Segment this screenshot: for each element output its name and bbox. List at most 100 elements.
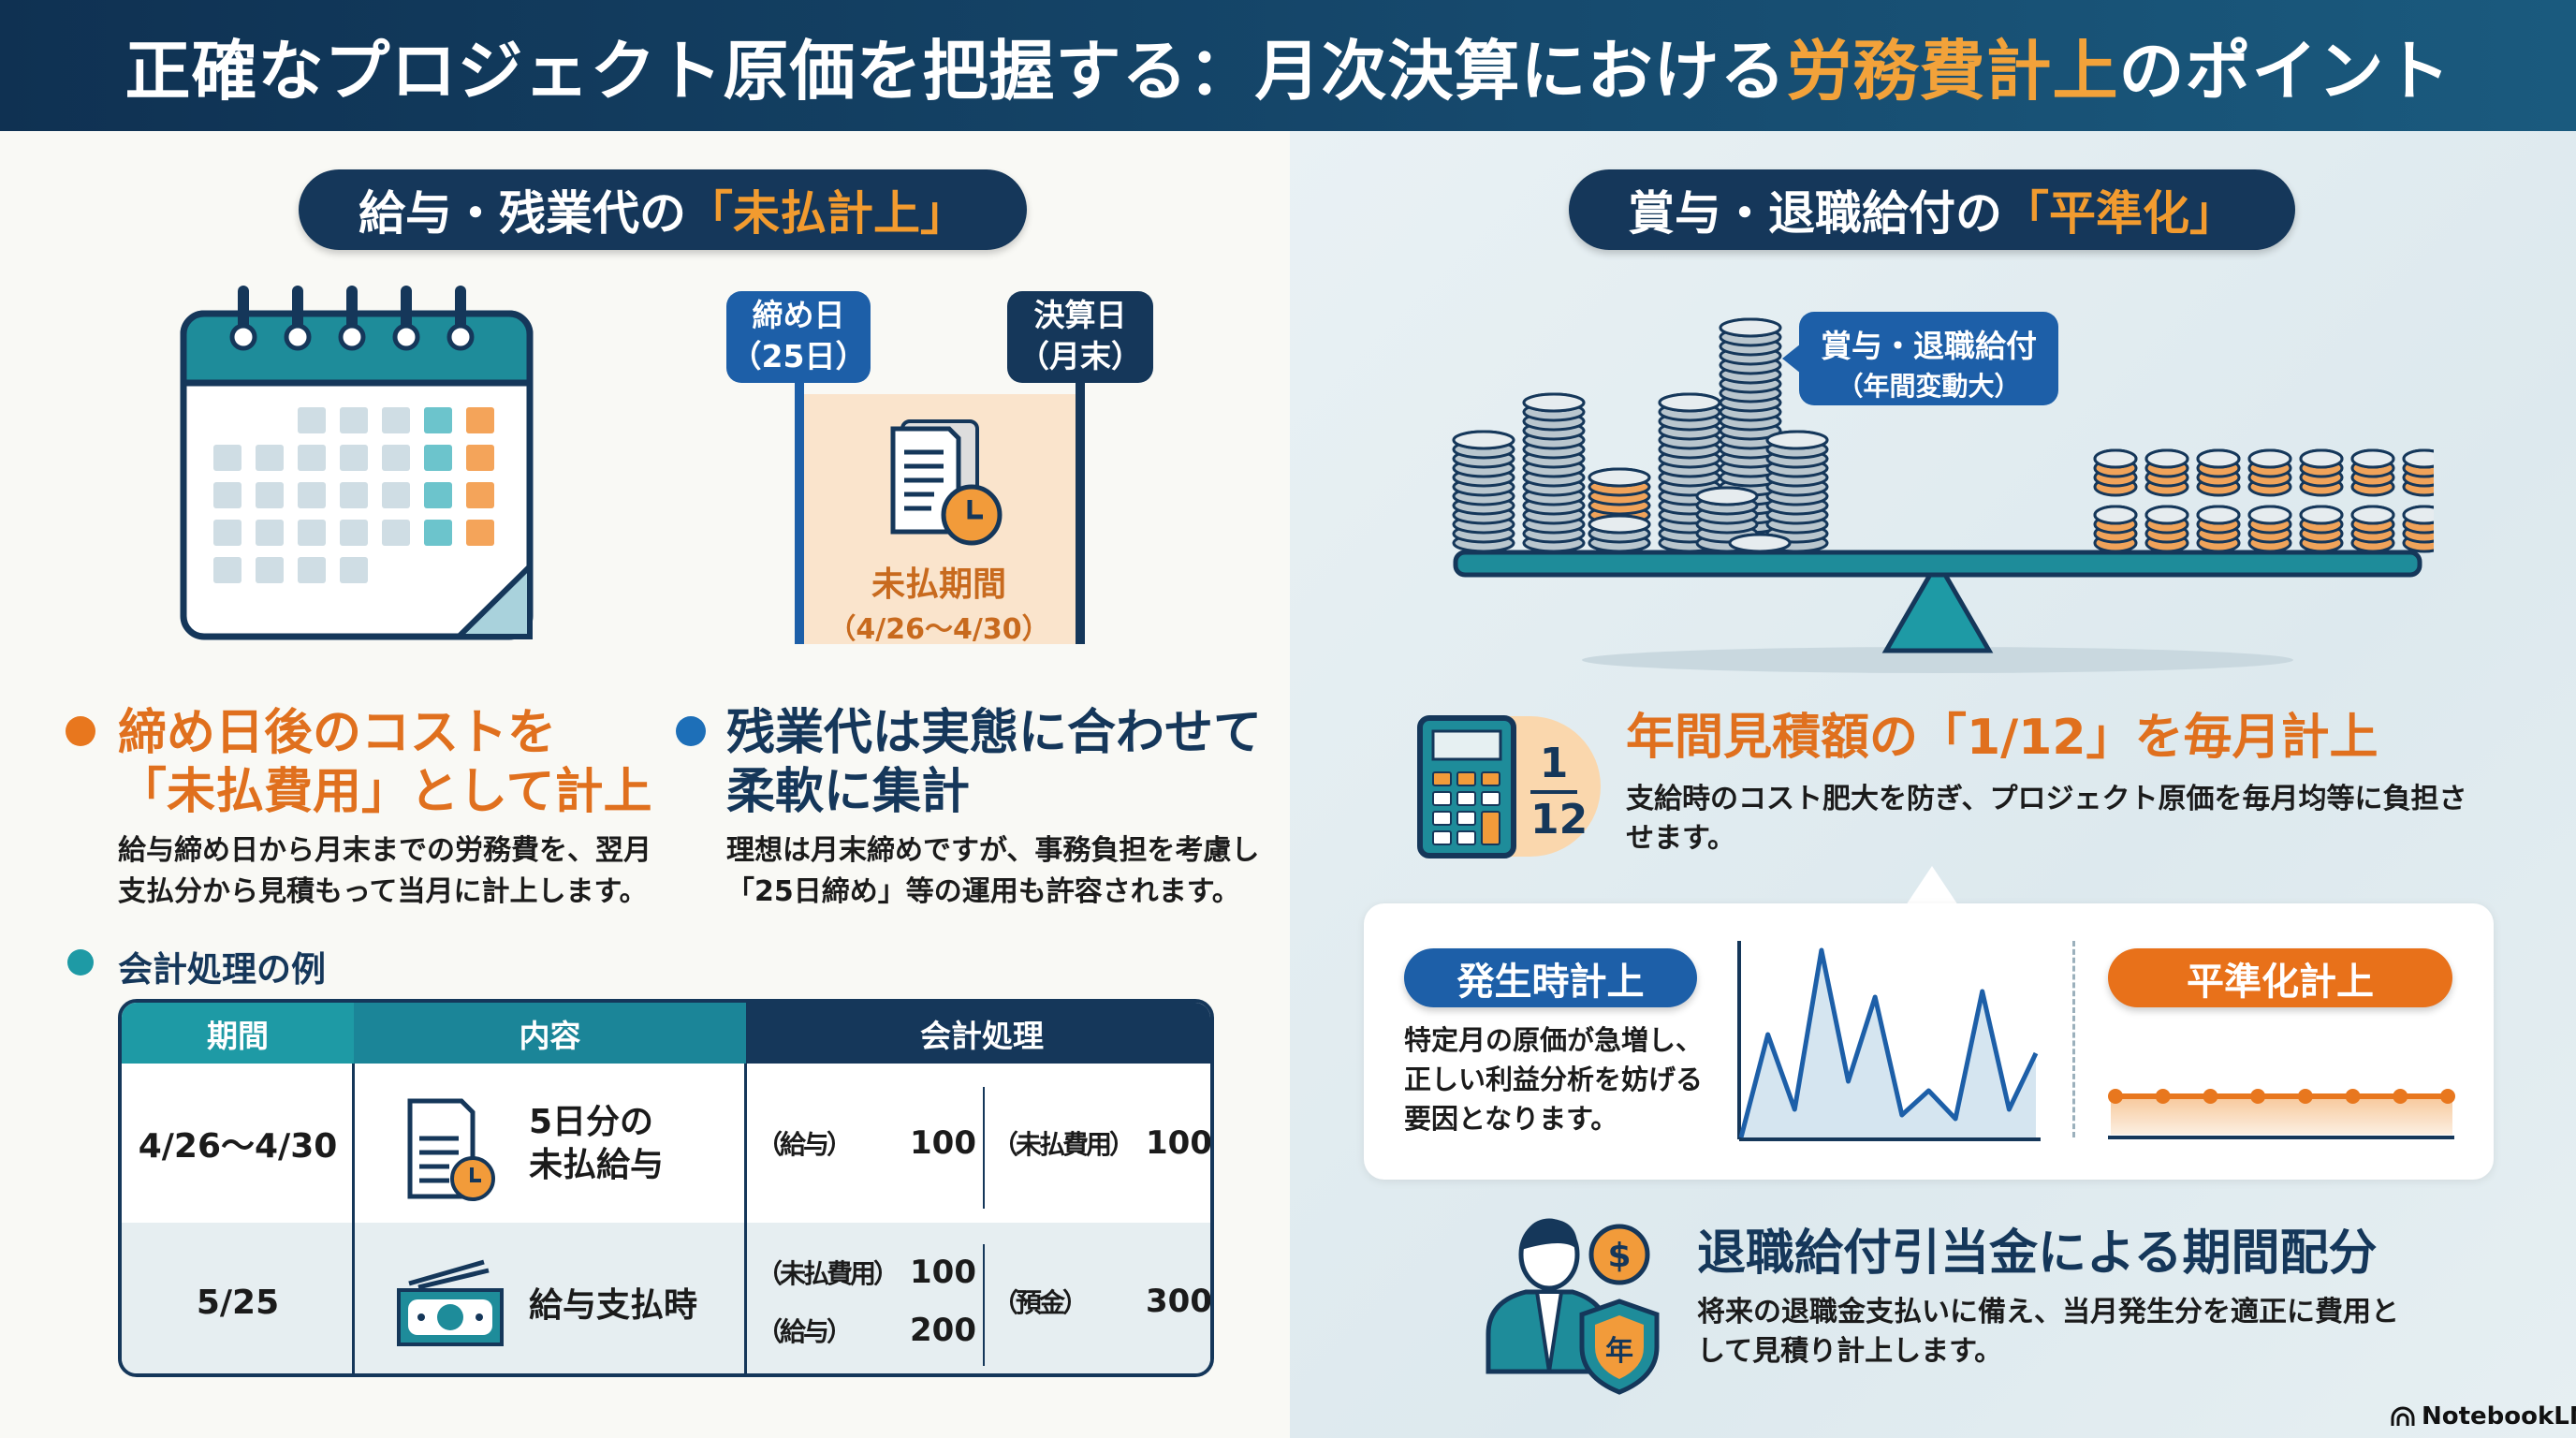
credit-account: （預金） (992, 1287, 1089, 1318)
shield-year-char: 年 (1605, 1335, 1633, 1368)
calendar-day (382, 482, 410, 508)
unpaid-period-range: （4/26〜4/30） (827, 613, 1050, 646)
debit-entry: （給与） 200 (756, 1309, 976, 1352)
calendar-day (466, 407, 494, 433)
calendar-icon (180, 286, 534, 640)
calendar-day (340, 557, 368, 583)
bullet-body-overtime: 理想は月末締めですが、事務負担を考慮し「25日締め」等の運用も許容されます。 (726, 830, 1259, 913)
flat-point (2440, 1089, 2455, 1104)
settlement-day-sub: （月末） (1018, 338, 1142, 374)
calendar-day (256, 445, 284, 471)
fraction-bar (1530, 790, 1577, 794)
content-line: 未払給与 (529, 1146, 665, 1184)
spike-area (1741, 950, 2036, 1137)
closing-day-sub: （25日） (730, 338, 867, 374)
bullet-dot-blue (676, 716, 706, 746)
balance-scale-coins-illustration (1452, 317, 2434, 673)
calendar-day (298, 445, 326, 471)
debit-entry: （給与）100 (756, 1122, 976, 1165)
calendar-day (340, 520, 368, 546)
closing-day-line (795, 374, 804, 644)
unpaid-period-caption: 未払期間 （4/26〜4/30） (801, 557, 1076, 647)
accrual-spike-chart (1737, 941, 2041, 1141)
flat-point (2250, 1089, 2266, 1104)
table-cell-content: 給与支払時 (529, 1286, 698, 1325)
section-title-text: 給与・残業代の (359, 186, 686, 241)
title-highlight: 労務費計上 (1786, 32, 2119, 110)
retirement-heading: 退職給付引当金による期間配分 (1697, 1225, 2378, 1282)
card-pointer (1906, 866, 1958, 905)
calendar-day (298, 557, 326, 583)
settlement-day-line (1076, 374, 1085, 644)
body-line: 理想は月末締めですが、事務負担を考慮し (726, 834, 1260, 867)
bullet-heading-overtime: 残業代は実態に合わせて柔軟に集計 (726, 704, 1262, 822)
debit-entry: （未払費用） 100 (756, 1251, 976, 1294)
calendar-day (213, 482, 242, 508)
column-header-journal: 会計処理 (746, 1003, 1210, 1064)
cash-icon (397, 1259, 504, 1346)
smoothed-basis-pill: 平準化計上 (2108, 948, 2452, 1007)
fraction-numerator: 1 (1539, 740, 1569, 787)
dollar-sign: $ (1607, 1237, 1631, 1275)
debit-amount: 100 (910, 1254, 976, 1291)
section-title-smoothing: 賞与・退職給付の「平準化」 (1569, 169, 2295, 250)
section-title-highlight: 「未払計上」 (686, 186, 967, 241)
callout-pointer (1782, 344, 1801, 374)
calendar-day (382, 520, 410, 546)
calendar-day (382, 445, 410, 471)
settlement-day-label: 決算日 (1033, 297, 1127, 333)
heading-line: 「未払費用」として計上 (118, 764, 652, 820)
debit-amount: 200 (910, 1312, 976, 1349)
employee-pension-icon: $ 年 (1486, 1218, 1660, 1395)
table-cell-content: 5日分の未払給与 (529, 1101, 664, 1187)
credit-amount: 100 (1146, 1124, 1212, 1162)
callout-title: 賞与・退職給付 (1821, 328, 2037, 364)
calendar-day (466, 445, 494, 471)
calendar-day (466, 520, 494, 546)
credit-entry: （預金）300 (992, 1280, 1210, 1323)
fraction-1-12: 1 12 (1530, 740, 1588, 844)
debit-account: （給与） (756, 1316, 853, 1347)
heading-line: 柔軟に集計 (726, 764, 971, 820)
flat-point (2155, 1089, 2171, 1104)
title-text: 正確なプロジェクト原価を把握する：月次決算における (124, 32, 1787, 110)
flat-point (2203, 1089, 2218, 1104)
body-line: 支払分から見積もって当月に計上します。 (118, 875, 648, 908)
body-line: 「25日締め」等の運用も許容されます。 (726, 875, 1240, 908)
unpaid-period-label: 未払期間 (871, 565, 1006, 604)
table-cell-period: 5/25 (196, 1283, 280, 1322)
calendar-day (340, 445, 368, 471)
calendar-day (382, 407, 410, 433)
spike-line (1738, 947, 2039, 1138)
accrual-basis-body: 特定月の原価が急増し、正しい利益分析を妨げる要因となります。 (1404, 1020, 1703, 1138)
dollar-coin-icon (1588, 1224, 1650, 1285)
body-line: 正しい利益分析を妨げる (1404, 1064, 1704, 1095)
flat-point (2297, 1089, 2313, 1104)
credit-account: （未払費用） (992, 1129, 1135, 1160)
bullet-heading-accrual: 締め日後のコストを「未払費用」として計上 (118, 704, 651, 822)
flat-area (2111, 1096, 2452, 1135)
body-line: 将来の退職金支払いに備え、当月発生分を適正に費用と (1697, 1296, 2399, 1328)
calendar-day (424, 407, 452, 433)
body-line: して見積り計上します。 (1697, 1335, 2003, 1368)
fraction-denominator: 12 (1530, 796, 1588, 844)
calendar-day (298, 407, 326, 433)
closing-day-tag: 締め日（25日） (726, 291, 871, 383)
document-clock-icon (407, 1098, 495, 1201)
body-line: 特定月の原価が急増し、 (1404, 1024, 1704, 1056)
body-line: せます。 (1626, 822, 1735, 855)
bullet-body-accrual: 給与締め日から月末までの労務費を、翌月支払分から見積もって当月に計上します。 (118, 830, 651, 913)
calendar-day (424, 445, 452, 471)
heading-line: 締め日後のコストを (118, 705, 557, 761)
bonus-callout: 賞与・退職給付 （年間変動大） (1782, 312, 2058, 405)
section-title-accrual: 給与・残業代の「未払計上」 (299, 169, 1027, 250)
column-header-content: 内容 (354, 1003, 746, 1064)
debit-account: （未払費用） (756, 1258, 900, 1289)
flat-point (2345, 1089, 2361, 1104)
body-line: 給与締め日から月末までの労務費を、翌月 (118, 834, 651, 867)
calendar-day (340, 407, 368, 433)
calendar-day (213, 445, 242, 471)
body-line: 要因となります。 (1404, 1103, 1618, 1135)
title-text-end: のポイント (2118, 32, 2452, 110)
calendar-day (424, 520, 452, 546)
